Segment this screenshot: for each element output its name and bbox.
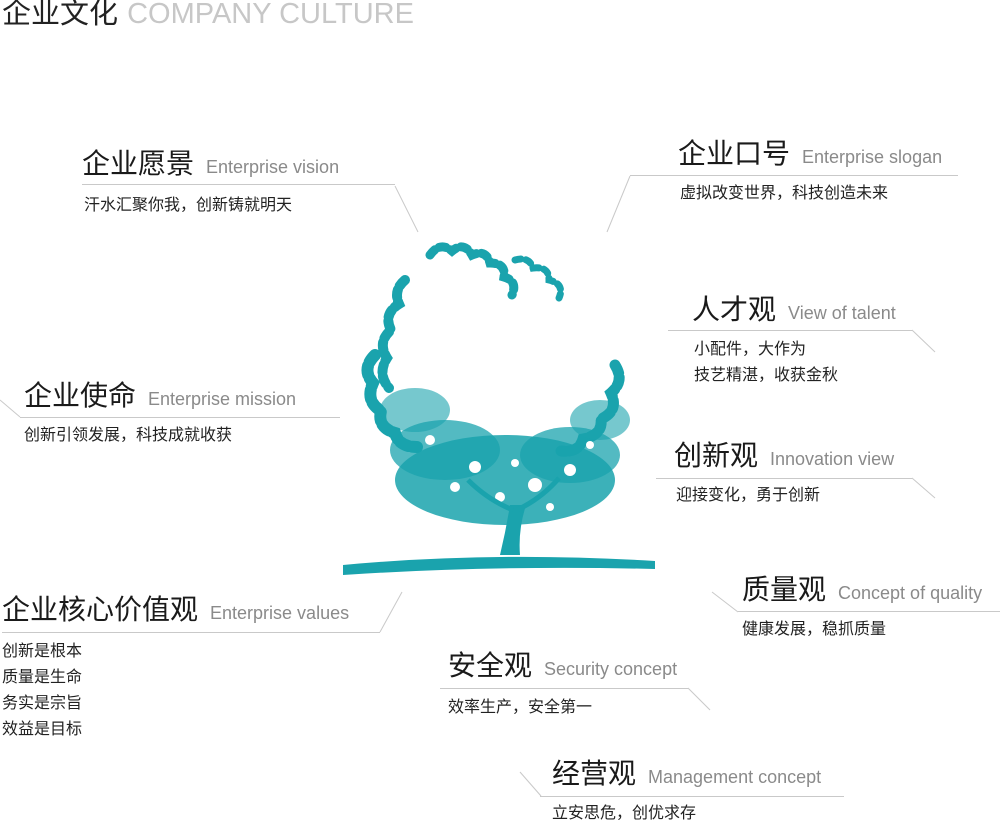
security-divider xyxy=(440,688,688,689)
management-divider xyxy=(540,796,844,797)
vision-divider xyxy=(82,184,395,185)
page-title: 企业文化 COMPANY CULTURE xyxy=(2,0,414,32)
quality-subtitle: Concept of quality xyxy=(838,583,983,603)
page-title-en: COMPANY CULTURE xyxy=(127,0,414,30)
values-block: 企业核心价值观 Enterprise values 创新是根本 质量是生命 务实是… xyxy=(2,593,380,738)
quality-block: 质量观 Concept of quality 健康发展，稳抓质量 xyxy=(738,573,1000,638)
connector-slogan xyxy=(606,175,631,233)
talent-desc: 小配件，大作为 技艺精湛，收获金秋 xyxy=(694,339,839,384)
slogan-subtitle: Enterprise slogan xyxy=(802,147,943,167)
connector-quality xyxy=(711,591,739,613)
page-title-cn: 企业文化 xyxy=(2,0,119,30)
slogan-title: 企业口号 xyxy=(678,137,791,170)
talent-title: 人才观 xyxy=(692,293,777,326)
slogan-block: 企业口号 Enterprise slogan 虚拟改变世界，科技创造未来 xyxy=(630,137,958,202)
innovation-title: 创新观 xyxy=(674,439,759,472)
connector-management xyxy=(519,771,542,797)
vision-block: 企业愿景 Enterprise vision 汗水汇聚你我，创新铸就明天 xyxy=(82,147,395,214)
tree-illustration xyxy=(343,242,655,575)
values-subtitle: Enterprise values xyxy=(210,603,350,623)
connector-vision xyxy=(394,185,419,233)
innovation-divider xyxy=(656,478,912,479)
security-block: 安全观 Security concept 效率生产，安全第一 xyxy=(440,649,688,716)
talent-divider xyxy=(668,330,912,331)
connector-talent xyxy=(911,329,936,353)
vision-subtitle: Enterprise vision xyxy=(206,157,340,177)
connector-security xyxy=(687,687,711,711)
vision-title: 企业愿景 xyxy=(82,147,195,180)
management-block: 经营观 Management concept 立安思危，创优求存 xyxy=(540,757,844,822)
values-divider xyxy=(2,632,380,633)
talent-block: 人才观 View of talent 小配件，大作为 技艺精湛，收获金秋 xyxy=(668,293,912,384)
talent-subtitle: View of talent xyxy=(788,303,896,323)
management-subtitle: Management concept xyxy=(648,767,822,787)
mission-title: 企业使命 xyxy=(24,379,137,412)
innovation-block: 创新观 Innovation view 迎接变化，勇于创新 xyxy=(656,439,912,504)
security-desc: 效率生产，安全第一 xyxy=(448,697,593,716)
innovation-desc: 迎接变化，勇于创新 xyxy=(676,485,821,504)
innovation-subtitle: Innovation view xyxy=(770,449,895,469)
quality-title: 质量观 xyxy=(742,573,827,606)
management-desc: 立安思危，创优求存 xyxy=(552,803,697,822)
connector-values xyxy=(379,591,403,633)
slogan-desc: 虚拟改变世界，科技创造未来 xyxy=(680,183,889,202)
security-subtitle: Security concept xyxy=(544,659,678,679)
values-title: 企业核心价值观 xyxy=(2,593,199,626)
mission-desc: 创新引领发展，科技成就收获 xyxy=(24,425,233,444)
management-title: 经营观 xyxy=(552,757,637,790)
slogan-divider xyxy=(630,175,958,176)
vision-desc: 汗水汇聚你我，创新铸就明天 xyxy=(84,195,293,214)
mission-block: 企业使命 Enterprise mission 创新引领发展，科技成就收获 xyxy=(20,379,340,444)
mission-divider xyxy=(20,417,340,418)
connector-mission xyxy=(0,399,21,418)
quality-desc: 健康发展，稳抓质量 xyxy=(742,619,887,638)
security-title: 安全观 xyxy=(448,649,533,682)
connector-innovation xyxy=(911,477,936,499)
values-desc: 创新是根本 质量是生命 务实是宗旨 效益是目标 xyxy=(2,641,83,738)
mission-subtitle: Enterprise mission xyxy=(148,389,297,409)
quality-divider xyxy=(738,611,1000,612)
